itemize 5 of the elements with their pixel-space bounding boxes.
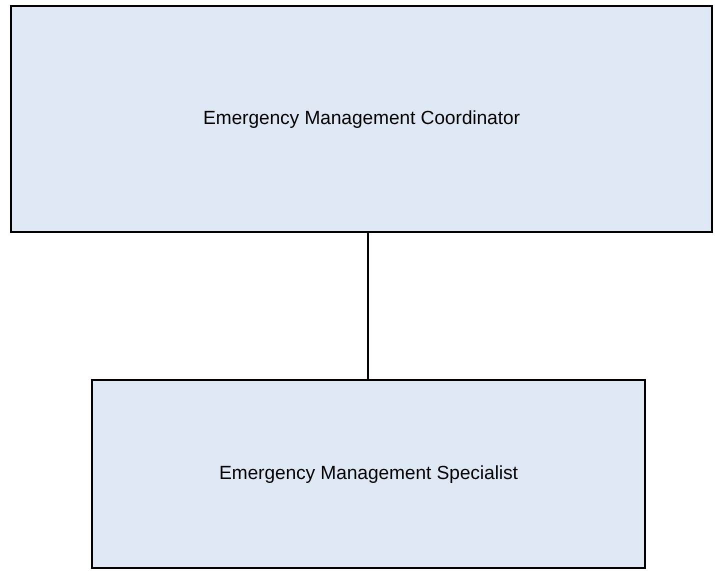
role-title: Emergency Management Coordinator (203, 108, 520, 130)
connector-line (367, 233, 369, 379)
role-title: Emergency Management Specialist (219, 463, 518, 485)
role-box (91, 379, 646, 569)
role-box (10, 5, 713, 233)
